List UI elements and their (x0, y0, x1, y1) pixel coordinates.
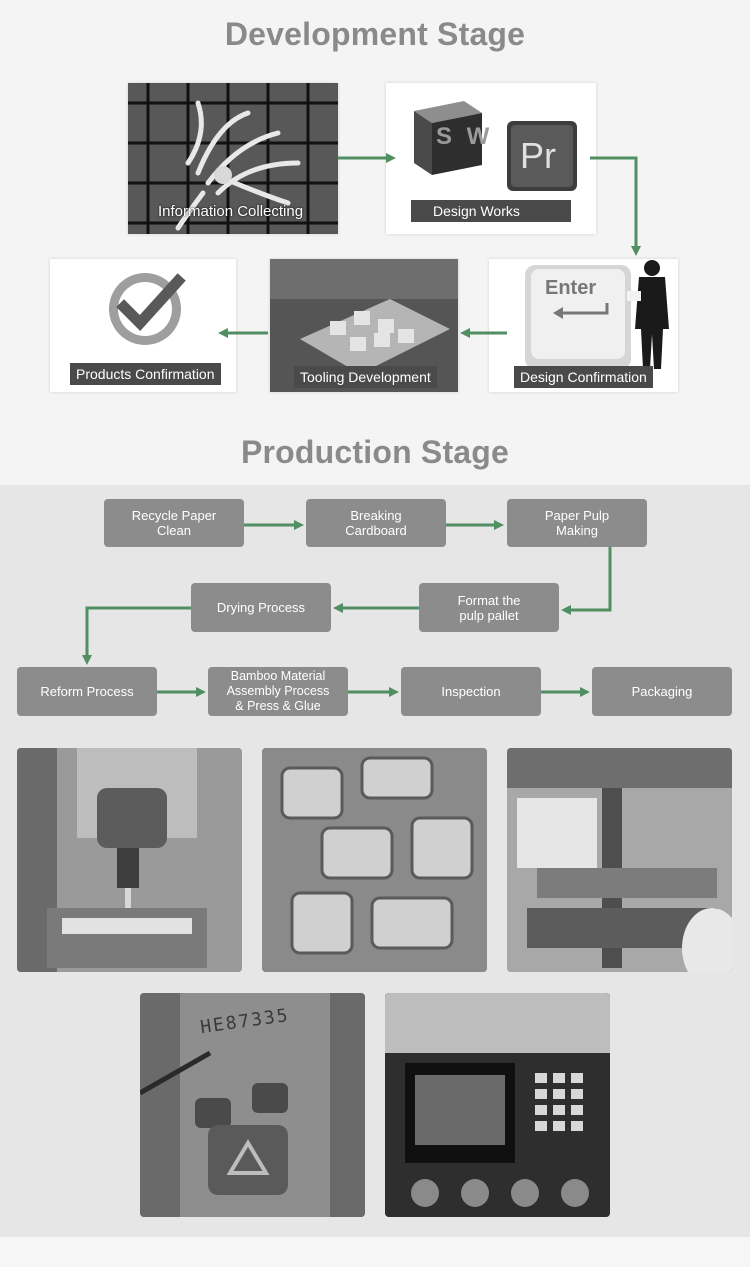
step-line: Drying Process (216, 600, 306, 615)
step-design-works: S W Pr Design Works (386, 83, 596, 234)
step-tooling-development: Tooling Development (270, 259, 458, 392)
design-confirmation-label: Design Confirmation (514, 366, 653, 388)
design-works-label: Design Works (411, 200, 571, 222)
tooling-development-label: Tooling Development (294, 366, 437, 388)
step-line: Assembly Process (226, 684, 330, 698)
step-packaging: Packaging (592, 667, 732, 716)
production-stage-title: Production Stage (240, 434, 510, 470)
step-line: Packaging (631, 684, 693, 699)
information-collecting-label: Information Collecting (158, 203, 304, 220)
development-stage-title: Development Stage (224, 16, 526, 52)
wire-grid-photo (128, 83, 338, 234)
metal-mold-photo (262, 748, 487, 972)
cnc-milling-photo (17, 748, 242, 972)
step-drying-process: Drying Process (191, 583, 331, 632)
step-information-collecting: Information Collecting (128, 83, 338, 234)
step-reform-process: Reform Process (17, 667, 157, 716)
products-confirmation-label: Products Confirmation (70, 363, 221, 385)
step-inspection: Inspection (401, 667, 541, 716)
step-design-confirmation: Enter Design Confirmation (489, 259, 678, 392)
step-line: Bamboo Material (230, 669, 326, 683)
step-line: Making (556, 523, 598, 538)
step-line: Reform Process (40, 684, 134, 699)
development-section (0, 0, 750, 485)
step-line: Format the (457, 592, 521, 608)
step-line: Breaking (350, 508, 402, 523)
premiere-icon: Pr (520, 135, 556, 176)
step-line: Clean (157, 523, 191, 538)
solidworks-icon: S W (436, 123, 494, 150)
step-line: Recycle Paper (131, 508, 217, 523)
step-line: pulp pallet (459, 607, 519, 623)
enter-key-icon: Enter (545, 277, 597, 299)
step-line: & Press & Glue (235, 699, 321, 713)
step-line: Paper Pulp (544, 508, 610, 523)
cnc-control-panel-photo (385, 993, 610, 1217)
press-machine-photo (507, 748, 732, 972)
step-products-confirmation: Products Confirmation (50, 259, 236, 392)
step-line: Cardboard (345, 523, 407, 538)
stamped-mold-photo: HE87335 (140, 993, 365, 1217)
page-footer (0, 1237, 750, 1267)
step-line: Inspection (441, 684, 501, 699)
